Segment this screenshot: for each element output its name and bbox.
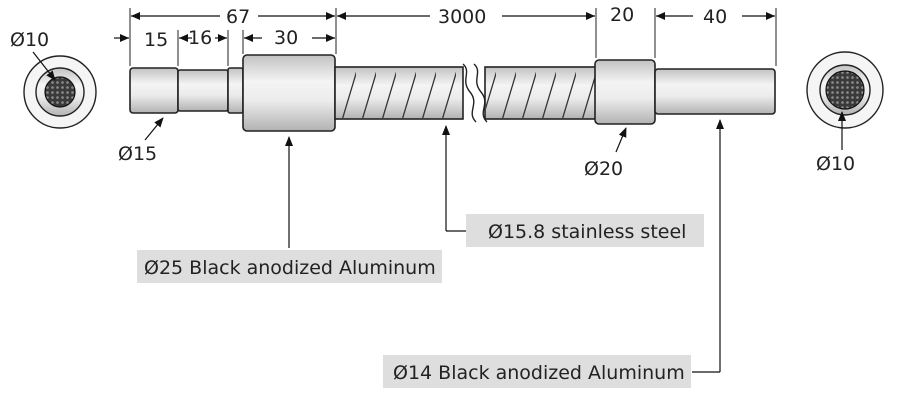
dim-67: 67 [226,6,250,28]
neck-diameter-label: Ø15 [118,143,157,165]
dimension-lines [114,8,777,66]
dim-3000: 3000 [438,6,486,28]
callout-stainless: Ø15.8 stainless steel [488,221,686,243]
dim-16: 16 [188,27,212,49]
left-end-diameter-label: Ø10 [10,29,49,51]
dim-15: 15 [144,29,168,51]
shaft-side-view [129,54,776,132]
collar-20-diameter-label: Ø20 [584,158,623,180]
callout-aluminum-25: Ø25 Black anodized Aluminum [144,257,436,279]
neck-segment [177,69,229,112]
right-end-diameter-label: Ø10 [816,153,855,175]
left-end-view [23,55,97,129]
right-end-view [806,51,884,129]
callout-aluminum-14: Ø14 Black anodized Aluminum [393,362,685,384]
aluminum-collar-25 [242,54,336,132]
dim-20: 20 [610,4,634,26]
left-end-segment [129,67,179,114]
collar-20 [594,59,656,125]
callout-aluminum-14-box [383,355,691,388]
aluminum-rod-14 [654,68,776,115]
callout-aluminum-25-box [137,250,442,283]
dim-30: 30 [274,27,298,49]
dim-40: 40 [703,6,727,28]
callout-stainless-box [466,214,704,247]
